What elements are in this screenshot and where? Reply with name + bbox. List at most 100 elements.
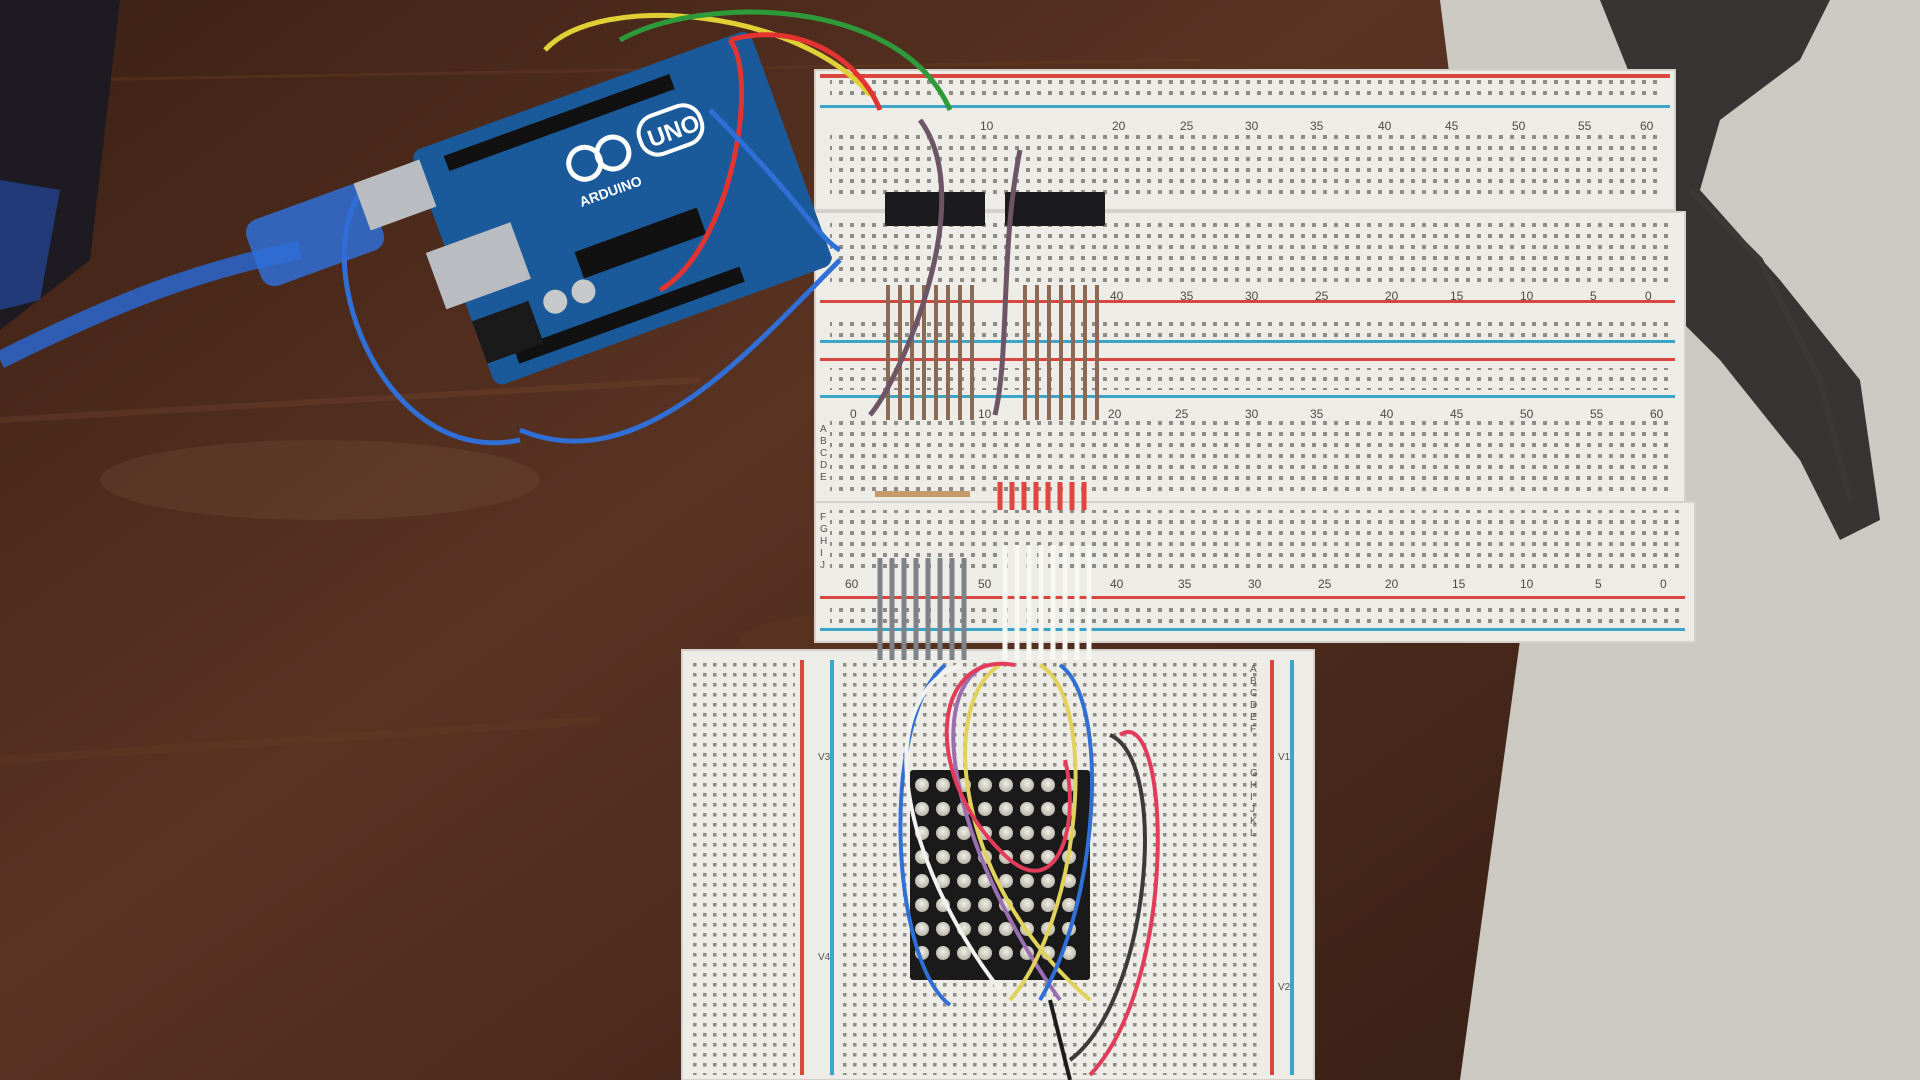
svg-text:A: A [1250,664,1257,675]
svg-text:45: 45 [1445,119,1459,133]
jumper-bundle-brown [886,285,1099,420]
svg-text:50: 50 [1520,407,1534,421]
svg-text:V2: V2 [1278,982,1291,993]
svg-text:C: C [1250,688,1257,699]
svg-text:H: H [1250,780,1257,791]
svg-text:55: 55 [1590,407,1604,421]
svg-text:10: 10 [1520,289,1534,303]
led-dot [936,778,950,792]
svg-text:B: B [1250,676,1257,687]
svg-text:C: C [820,448,827,459]
led-dot [999,874,1013,888]
svg-text:40: 40 [1378,119,1392,133]
svg-text:H: H [820,536,827,547]
led-dot [1041,778,1055,792]
svg-text:G: G [1250,768,1258,779]
svg-text:35: 35 [1310,119,1324,133]
led-dot [915,898,929,912]
led-dot [1062,898,1076,912]
svg-text:15: 15 [1452,577,1466,591]
svg-text:35: 35 [1178,577,1192,591]
svg-text:20: 20 [1385,289,1399,303]
led-dot [999,778,1013,792]
svg-text:J: J [820,560,825,571]
svg-text:30: 30 [1245,407,1259,421]
svg-text:5: 5 [1590,289,1597,303]
breadboard-small-row-letters: A B C D E F G H I J K L [1250,664,1258,839]
led-dot [915,874,929,888]
ic-chip-right [1005,192,1105,226]
svg-text:55: 55 [1578,119,1592,133]
svg-text:15: 15 [1450,289,1464,303]
svg-text:A: A [820,424,827,435]
led-dot [936,826,950,840]
led-dot [1020,802,1034,816]
led-dot [957,826,971,840]
svg-text:40: 40 [1110,577,1124,591]
svg-text:20: 20 [1385,577,1399,591]
breadboard-lower: F G H I J 60 50 40 35 30 25 20 15 10 5 0 [814,501,1696,643]
led-dot [1020,826,1034,840]
svg-text:V4: V4 [818,952,831,963]
svg-text:D: D [1250,700,1257,711]
svg-text:40: 40 [1110,289,1124,303]
led-dot [999,826,1013,840]
led-dot [978,946,992,960]
svg-text:60: 60 [1640,119,1654,133]
led-dot [936,850,950,864]
svg-text:40: 40 [1380,407,1394,421]
breadboard-middle-column-numbers: 0 10 20 25 30 35 40 45 50 55 60 [850,407,1664,421]
svg-text:5: 5 [1595,577,1602,591]
led-dot [1020,778,1034,792]
breadboard-small: V3 V4 V1 V2 A B C D E F G H I J K L [681,649,1315,1080]
led-dot [978,778,992,792]
svg-text:V1: V1 [1278,752,1291,763]
led-dot [957,946,971,960]
svg-text:I: I [1250,792,1253,803]
arduino-board: UNO ARDUINO [413,31,832,385]
svg-text:30: 30 [1245,119,1259,133]
svg-text:25: 25 [1318,577,1332,591]
led-dot [1041,826,1055,840]
led-dot [1020,874,1034,888]
led-dot [915,778,929,792]
arduino-infinity-logo-icon [566,134,632,182]
svg-text:0: 0 [1645,289,1652,303]
led-dot [957,898,971,912]
led-dot [915,922,929,936]
svg-text:10: 10 [1520,577,1534,591]
svg-text:0: 0 [850,407,857,421]
svg-text:20: 20 [1112,119,1126,133]
led-dot [978,802,992,816]
svg-text:D: D [820,460,827,471]
matrix-wires [898,661,1160,1080]
breadboard-middle: 40 35 30 25 20 15 10 5 0 0 10 20 25 30 3… [814,211,1686,503]
svg-text:B: B [820,436,827,447]
breadboard-top-column-numbers: 10 20 25 30 35 40 45 50 55 60 [980,119,1654,133]
ic-chip-left [885,192,985,226]
led-dot [957,850,971,864]
svg-text:J: J [1250,804,1255,815]
svg-text:35: 35 [1180,289,1194,303]
svg-text:V3: V3 [818,752,831,763]
svg-text:25: 25 [1180,119,1194,133]
led-dot [1041,874,1055,888]
led-dot [999,946,1013,960]
svg-text:E: E [1250,712,1257,723]
svg-text:60: 60 [845,577,859,591]
svg-text:I: I [820,548,823,559]
led-dot [936,874,950,888]
usb-cable [0,159,437,369]
led-dot [957,874,971,888]
svg-text:45: 45 [1450,407,1464,421]
led-dot [999,802,1013,816]
led-dot [978,922,992,936]
svg-text:F: F [820,512,826,523]
red-jumpers [997,482,1087,510]
led-dot [1041,850,1055,864]
grey-jumpers [877,558,967,660]
breadboard-lower-row-letters: F G H I J [820,512,828,571]
led-dot [936,802,950,816]
led-dot [978,898,992,912]
